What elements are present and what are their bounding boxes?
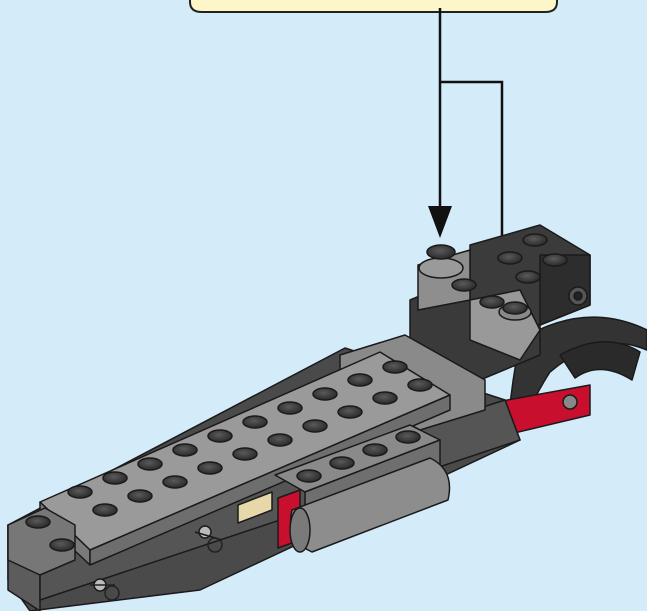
exhaust-pegs xyxy=(417,244,541,361)
callout-box xyxy=(189,0,558,13)
car-model xyxy=(7,224,647,611)
top-plate-studs xyxy=(25,360,433,552)
engine-studs xyxy=(497,233,568,284)
axle-pins xyxy=(90,525,223,601)
arrow-left xyxy=(428,8,452,238)
front-block-studs xyxy=(296,430,421,483)
